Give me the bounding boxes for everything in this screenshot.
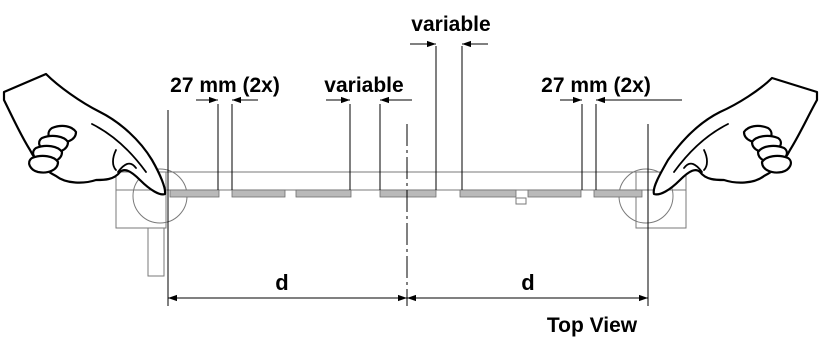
right-hand-icon xyxy=(652,76,819,196)
rail-assembly xyxy=(115,171,687,277)
top-variable-label: variable xyxy=(411,13,490,36)
right-spacing-label: 27 mm (2x) xyxy=(541,74,651,97)
left-spacing-label: 27 mm (2x) xyxy=(170,74,280,97)
right-distance-label: d xyxy=(521,270,534,295)
extension-lines xyxy=(167,46,649,306)
dimension-lines xyxy=(168,40,682,302)
view-caption: Top View xyxy=(547,314,638,337)
left-hand-icon xyxy=(2,72,167,196)
left-distance-label: d xyxy=(275,270,288,295)
middle-variable-label: variable xyxy=(324,74,403,97)
module-plates xyxy=(169,189,643,198)
